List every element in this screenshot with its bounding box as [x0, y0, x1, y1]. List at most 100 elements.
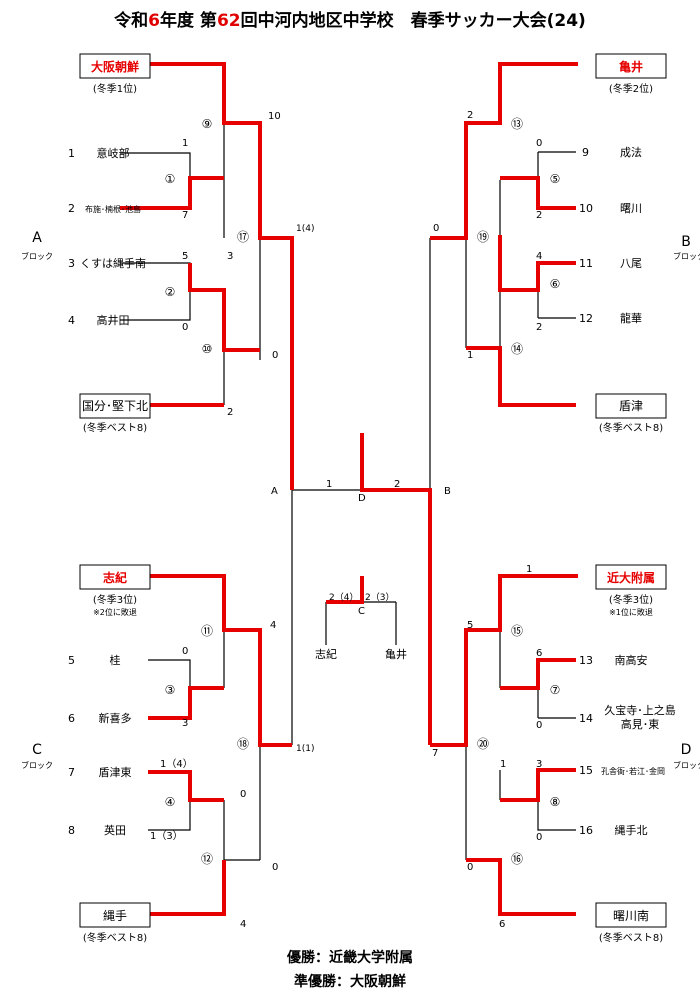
match-number: ⑫: [201, 852, 213, 866]
node-letters: A D B C: [271, 486, 451, 617]
seed-sub-d: ※1位に敗退: [609, 607, 653, 617]
score: 0: [182, 322, 188, 333]
third-right-name: 亀井: [385, 647, 407, 661]
seed-name-d: 近大附属: [607, 570, 655, 585]
seed-note-d: (冬季3位): [609, 593, 653, 606]
seed-box-a: [79, 53, 151, 79]
seed-note-b2: (冬季ベスト8): [599, 421, 663, 434]
team-number: 14: [579, 712, 593, 725]
match-number: ④: [165, 795, 176, 809]
node-label: D: [358, 493, 366, 504]
match-number: ⑲: [477, 230, 489, 244]
team-name: 龍華: [620, 311, 642, 325]
score: 1(4): [296, 224, 314, 234]
score: 3: [536, 759, 542, 770]
score: 1: [326, 479, 332, 490]
team-name: 八尾: [620, 257, 642, 270]
score: 4: [240, 919, 246, 930]
seed-box-c: [79, 564, 151, 590]
seed-box-b: [595, 53, 667, 79]
team-number: 16: [579, 824, 593, 837]
score: 2（3）: [365, 592, 394, 603]
result-summary: 優勝：近畿大学附属 準優勝：大阪朝鮮: [0, 946, 700, 994]
score: 4: [270, 620, 276, 631]
bracket-lines: [120, 123, 576, 861]
page-title: 令和6年度 第62回中河内地区中学校 春季サッカー大会(24): [114, 11, 586, 31]
score: 1: [526, 564, 532, 575]
score: 0: [536, 832, 542, 843]
score: 2（4）: [329, 592, 358, 603]
third-place: 志紀 亀井: [315, 647, 407, 661]
seed-name-d2: 曙川南: [613, 908, 649, 923]
seed-box-a2: [79, 393, 151, 419]
seed-name-b: 亀井: [619, 59, 643, 74]
score: 1: [500, 759, 506, 770]
match-number: ⑳: [477, 737, 489, 751]
score: 0: [272, 862, 278, 873]
match-number: ⑭: [511, 342, 523, 356]
block-letter-b: B: [681, 234, 691, 250]
team-number: 3: [68, 257, 75, 270]
score: 10: [268, 111, 281, 122]
score: 2: [227, 407, 233, 418]
score: 1（4）: [160, 758, 193, 770]
team-name: 英田: [104, 823, 126, 837]
score: 0: [467, 862, 473, 873]
block-suffix: ブロック: [673, 251, 700, 261]
match-number: ⑥: [550, 277, 561, 291]
score: 2: [467, 110, 473, 121]
score: 3: [227, 251, 233, 262]
team-name: 曙川: [620, 202, 642, 215]
block-labels: A ブロック B ブロック C ブロック D ブロック: [21, 230, 700, 770]
block-suffix: ブロック: [21, 760, 53, 770]
team-number: 1: [68, 147, 75, 160]
score: 7: [432, 748, 438, 759]
seed-note-b: (冬季2位): [609, 82, 653, 95]
seed-name-a: 大阪朝鮮: [91, 59, 139, 74]
seed-name-c2: 縄手: [103, 908, 127, 923]
seed-note-a: (冬季1位): [93, 82, 137, 95]
winner-lines: [120, 62, 578, 916]
match-number: ③: [165, 683, 176, 697]
team-name: 南高安: [615, 653, 648, 667]
score: 0: [272, 350, 278, 361]
seed-note-a2: (冬季ベスト8): [83, 421, 147, 434]
team-name: 布施･楠根･池島: [85, 204, 141, 214]
score: 0: [182, 646, 188, 657]
seed-sub-c: ※2位に敗退: [93, 607, 137, 617]
team-number: 8: [68, 824, 75, 837]
team-number: 10: [579, 202, 593, 215]
block-letter-d: D: [681, 742, 692, 758]
team-number: 11: [579, 257, 593, 270]
team-number: 7: [68, 766, 75, 779]
score: 6: [536, 648, 542, 659]
match-number: ⑬: [511, 117, 523, 131]
match-number: ⑮: [511, 624, 523, 638]
score: 5: [182, 251, 188, 262]
match-number: ⑨: [202, 117, 213, 131]
team-number: 15: [579, 764, 593, 777]
team-number: 6: [68, 712, 75, 725]
seed-boxes: [79, 53, 667, 928]
scores: 1 7 5 0 10 3 2 1(4) 0 2 0 2 4 2 1 0 0 3 …: [150, 110, 542, 930]
team-name: 意岐部: [97, 146, 130, 160]
score: 1: [467, 350, 473, 361]
match-number: ⑩: [202, 342, 213, 356]
seed-name-c: 志紀: [103, 570, 127, 585]
team-name: 桂: [110, 653, 121, 667]
score: 6: [499, 919, 505, 930]
seed-note-d2: (冬季ベスト8): [599, 931, 663, 944]
block-letter-c: C: [32, 742, 42, 758]
score: 0: [536, 138, 542, 149]
match-number: ⑤: [550, 172, 561, 186]
team-number: 4: [68, 314, 75, 327]
seed-note-c2: (冬季ベスト8): [83, 931, 147, 944]
team-number: 2: [68, 202, 75, 215]
score: 0: [536, 720, 542, 731]
score: 4: [536, 251, 542, 262]
match-number: ①: [165, 172, 176, 186]
seed-box-d: [595, 564, 667, 590]
team-name: 成法: [620, 145, 642, 159]
runner-up-line: 準優勝：大阪朝鮮: [294, 974, 406, 990]
